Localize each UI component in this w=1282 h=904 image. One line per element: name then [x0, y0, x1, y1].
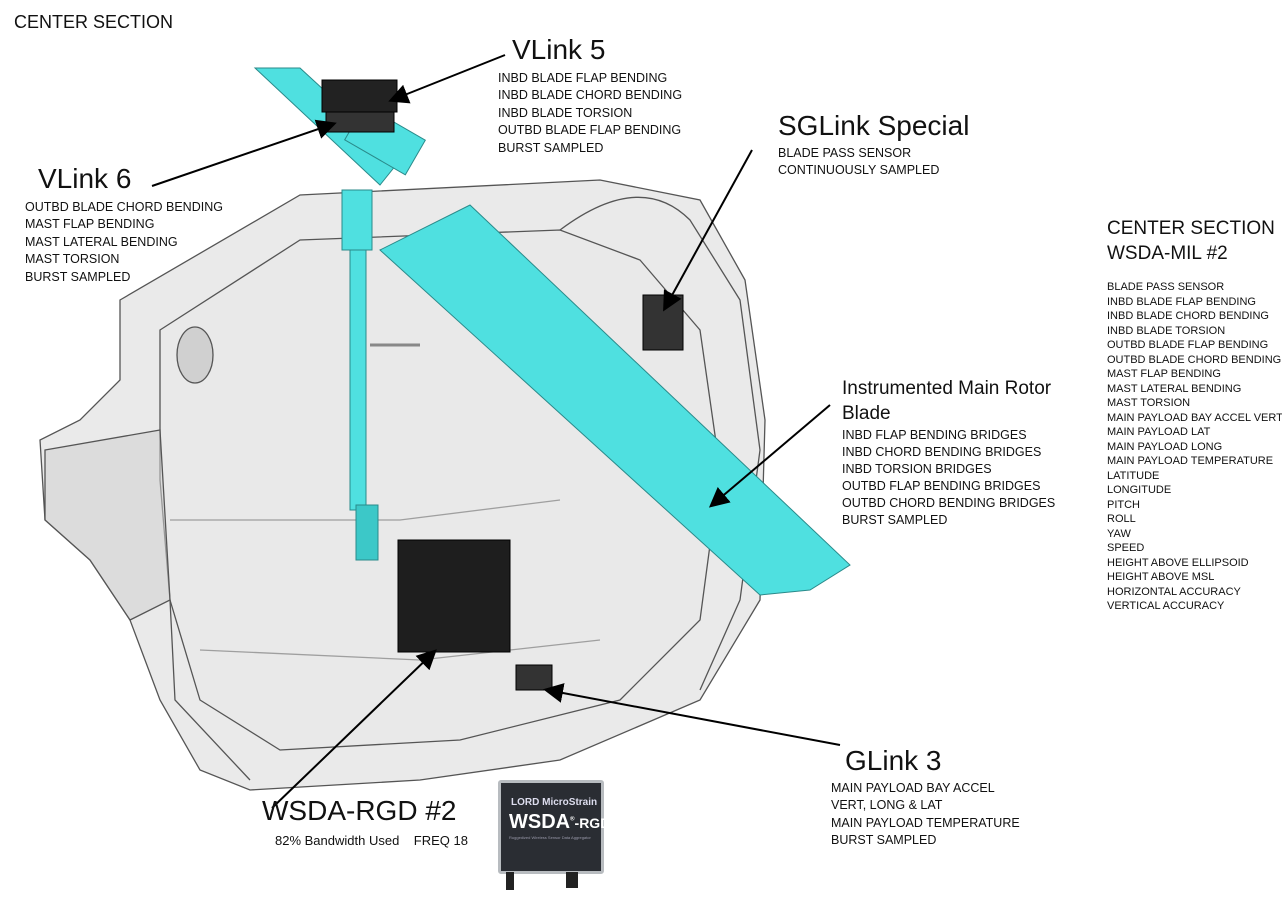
list-item: BLADE PASS SENSOR [778, 146, 912, 160]
list-item: HEIGHT ABOVE MSL [1107, 571, 1215, 583]
list-item: ROLL [1107, 513, 1136, 525]
list-item: HORIZONTAL ACCURACY [1107, 585, 1241, 598]
list-item: INBD BLADE CHORD BENDING [498, 88, 683, 103]
list-item: INBD TORSION BRIDGES [842, 462, 992, 476]
list-item: MAST LATERAL BENDING [1107, 382, 1242, 395]
blade-list: INBD FLAP BENDING BRIDGES INBD CHORD BEN… [842, 427, 1055, 529]
device-cable [506, 872, 514, 890]
list-item: OUTBD BLADE CHORD BENDING [25, 200, 223, 214]
list-item: INBD BLADE FLAP BENDING [498, 71, 668, 85]
list-item: LONGITUDE [1107, 484, 1172, 496]
list-item: INBD BLADE TORSION [1107, 324, 1226, 337]
list-item: MAIN PAYLOAD TEMPERATURE [831, 815, 1020, 830]
wsda-rgd-title: WSDA-RGD #2 [262, 795, 457, 826]
center-panel-title-line1: CENTER SECTION [1107, 218, 1275, 239]
list-item: INBD BLADE TORSION [498, 105, 633, 120]
device-connector [566, 872, 578, 888]
callout-arrows [151, 54, 841, 809]
sglink-title: SGLink Special [778, 110, 970, 141]
wsda-rgd-subtitle: 82% Bandwidth Used FREQ 18 [275, 833, 468, 848]
list-item: MAIN PAYLOAD LAT [1107, 426, 1211, 438]
glink3-list: MAIN PAYLOAD BAY ACCEL VERT, LONG & LAT … [831, 780, 1020, 850]
list-item: BURST SAMPLED [498, 140, 604, 155]
list-item: INBD BLADE FLAP BENDING [1107, 295, 1256, 308]
wsda-rgd-device-photo: LORD MicroStrain WSDA®-RGD Ruggedized Wi… [492, 776, 612, 894]
list-item: MAST FLAP BENDING [25, 217, 155, 232]
list-item: OUTBD CHORD BENDING BRIDGES [842, 496, 1056, 510]
list-item: MAST FLAP BENDING [1107, 368, 1221, 380]
list-item: PITCH [1107, 498, 1140, 511]
center-panel-title: CENTER SECTION WSDA-MIL #2 [1107, 216, 1275, 266]
list-item: MAIN PAYLOAD TEMPERATURE [1107, 455, 1274, 467]
list-item: CONTINUOUSLY SAMPLED [778, 163, 940, 178]
list-item: HEIGHT ABOVE ELLIPSOID [1107, 556, 1249, 569]
wsda-rgd-node [397, 539, 511, 653]
device-brand: LORD MicroStrain [511, 797, 598, 808]
list-item: SPEED [1107, 542, 1145, 554]
device-body: LORD MicroStrain WSDA®-RGD Ruggedized Wi… [498, 780, 610, 874]
blade-title-line1: Instrumented Main Rotor [842, 378, 1052, 399]
list-item: BLADE PASS SENSOR [1107, 281, 1225, 293]
list-item: VERTICAL ACCURACY [1107, 600, 1225, 612]
list-item: OUTBD BLADE CHORD BENDING [1107, 353, 1282, 366]
center-panel-title-line2: WSDA-MIL #2 [1107, 243, 1228, 264]
list-item: MAST TORSION [1107, 397, 1191, 409]
list-item: OUTBD BLADE FLAP BENDING [498, 123, 682, 138]
vlink6-node [325, 111, 395, 133]
page-title: CENTER SECTION [14, 12, 174, 32]
list-item: VERT, LONG & LAT [831, 798, 943, 813]
list-item: BURST SAMPLED [25, 269, 131, 284]
list-item: BURST SAMPLED [831, 833, 937, 848]
list-item: INBD FLAP BENDING BRIDGES [842, 428, 1027, 442]
blade-title-line2: Blade [842, 403, 891, 424]
sglink-list: BLADE PASS SENSOR CONTINUOUSLY SAMPLED [778, 145, 939, 180]
list-item: BURST SAMPLED [842, 513, 948, 527]
list-item: MAIN PAYLOAD BAY ACCEL [831, 781, 995, 795]
sensor-nodes [321, 79, 684, 691]
list-item: MAST TORSION [25, 252, 120, 267]
list-item: LATITUDE [1107, 469, 1160, 482]
list-item: MAIN PAYLOAD LONG [1107, 440, 1223, 453]
list-item: MAIN PAYLOAD BAY ACCEL VERT [1107, 411, 1282, 424]
vlink6-title: VLink 6 [38, 163, 132, 194]
list-item: MAST LATERAL BENDING [25, 234, 178, 249]
list-item: INBD BLADE CHORD BENDING [1107, 310, 1269, 322]
list-item: INBD CHORD BENDING BRIDGES [842, 445, 1042, 459]
center-panel-list: BLADE PASS SENSOR INBD BLADE FLAP BENDING… [1107, 280, 1282, 614]
glink3-title: GLink 3 [845, 745, 942, 776]
list-item: OUTBD BLADE FLAP BENDING [1107, 339, 1269, 351]
vlink5-list: INBD BLADE FLAP BENDING INBD BLADE CHORD… [498, 70, 682, 157]
device-tagline: Ruggedized Wireless Sensor Data Aggregat… [509, 835, 591, 840]
blade-title: Instrumented Main Rotor Blade [842, 376, 1051, 426]
vlink6-list: OUTBD BLADE CHORD BENDING MAST FLAP BEND… [25, 199, 223, 286]
vlink5-title: VLink 5 [512, 34, 606, 65]
vlink5-node [321, 79, 398, 113]
list-item: YAW [1107, 527, 1131, 540]
glink3-node [515, 664, 553, 691]
list-item: OUTBD FLAP BENDING BRIDGES [842, 479, 1041, 493]
sglink-node [642, 294, 684, 351]
device-model: WSDA®-RGD [509, 811, 611, 833]
